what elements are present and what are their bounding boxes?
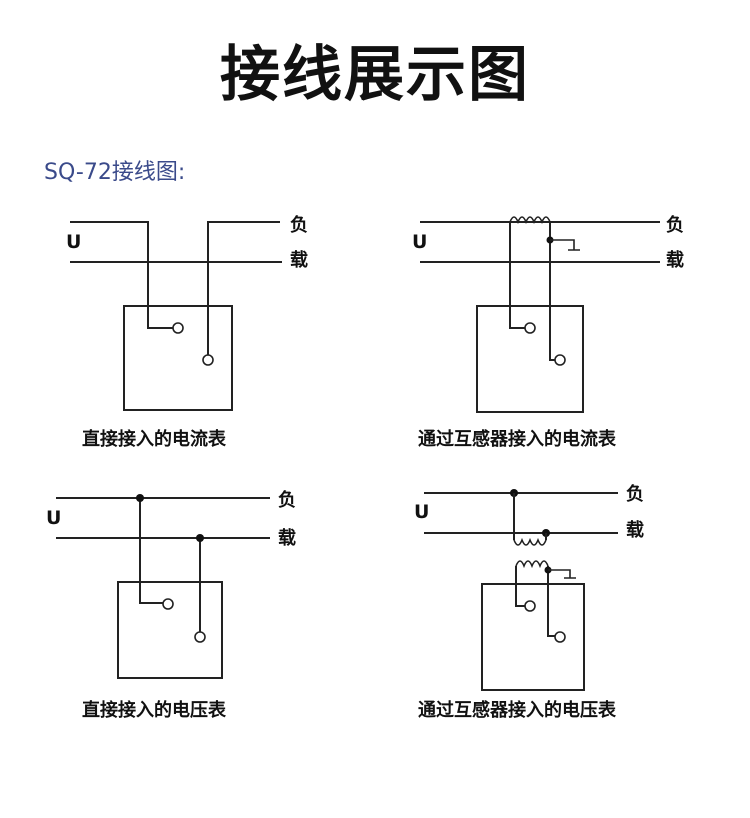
- caption: 直接接入的电流表: [82, 428, 227, 450]
- terminal-1: [172, 322, 184, 334]
- ground-symbol: [548, 569, 576, 579]
- caption: 通过互感器接入的电压表: [418, 699, 617, 721]
- ct-coil: [509, 216, 551, 225]
- load-label-bottom: 载: [290, 249, 308, 271]
- caption: 通过互感器接入的电流表: [418, 428, 617, 450]
- load-label-top: 负: [290, 214, 308, 236]
- load-label-bottom: 载: [626, 519, 644, 541]
- load-label-bottom: 载: [278, 527, 296, 549]
- load-label-top: 负: [666, 214, 684, 236]
- meter-box: [476, 305, 584, 413]
- terminal-2: [202, 354, 214, 366]
- terminal-2: [554, 354, 566, 366]
- u-label: U: [66, 231, 81, 253]
- load-label-bottom: 载: [666, 249, 684, 271]
- terminal-2: [554, 631, 566, 643]
- meter-box: [123, 305, 233, 411]
- terminal-1: [524, 322, 536, 334]
- junction-dot: [136, 494, 144, 502]
- caption: 直接接入的电压表: [82, 699, 227, 721]
- diagram-ct-ammeter: U 负 载 通过互感器接入的电流表: [412, 214, 684, 450]
- pt-primary-coil: [513, 537, 547, 546]
- wire-inner: [147, 262, 178, 329]
- terminal-1: [162, 598, 174, 610]
- terminal-1: [524, 600, 536, 612]
- wire-inner: [515, 584, 528, 607]
- terminal-2: [194, 631, 206, 643]
- junction-dot: [196, 534, 204, 542]
- diagram-direct-voltmeter: U 负 载 直接接入的电压表: [46, 489, 296, 721]
- meter-box: [481, 583, 585, 691]
- diagram-pt-voltmeter: U 负 载 通过互感器接入的电压表: [414, 483, 644, 721]
- section-label: SQ-72接线图:: [44, 160, 186, 185]
- load-label-top: 负: [626, 483, 644, 505]
- pt-secondary-coil: [515, 560, 549, 569]
- load-label-top: 负: [278, 489, 296, 511]
- meter-box: [117, 581, 223, 679]
- page-title: 接线展示图: [220, 40, 530, 110]
- u-label: U: [414, 501, 429, 523]
- wire-phase: [139, 498, 168, 604]
- wire-inner: [509, 306, 528, 329]
- ground-symbol: [550, 239, 580, 251]
- u-label: U: [46, 507, 61, 529]
- diagram-direct-ammeter: U 负 载 直接接入的电流表: [66, 214, 308, 450]
- u-label: U: [412, 231, 427, 253]
